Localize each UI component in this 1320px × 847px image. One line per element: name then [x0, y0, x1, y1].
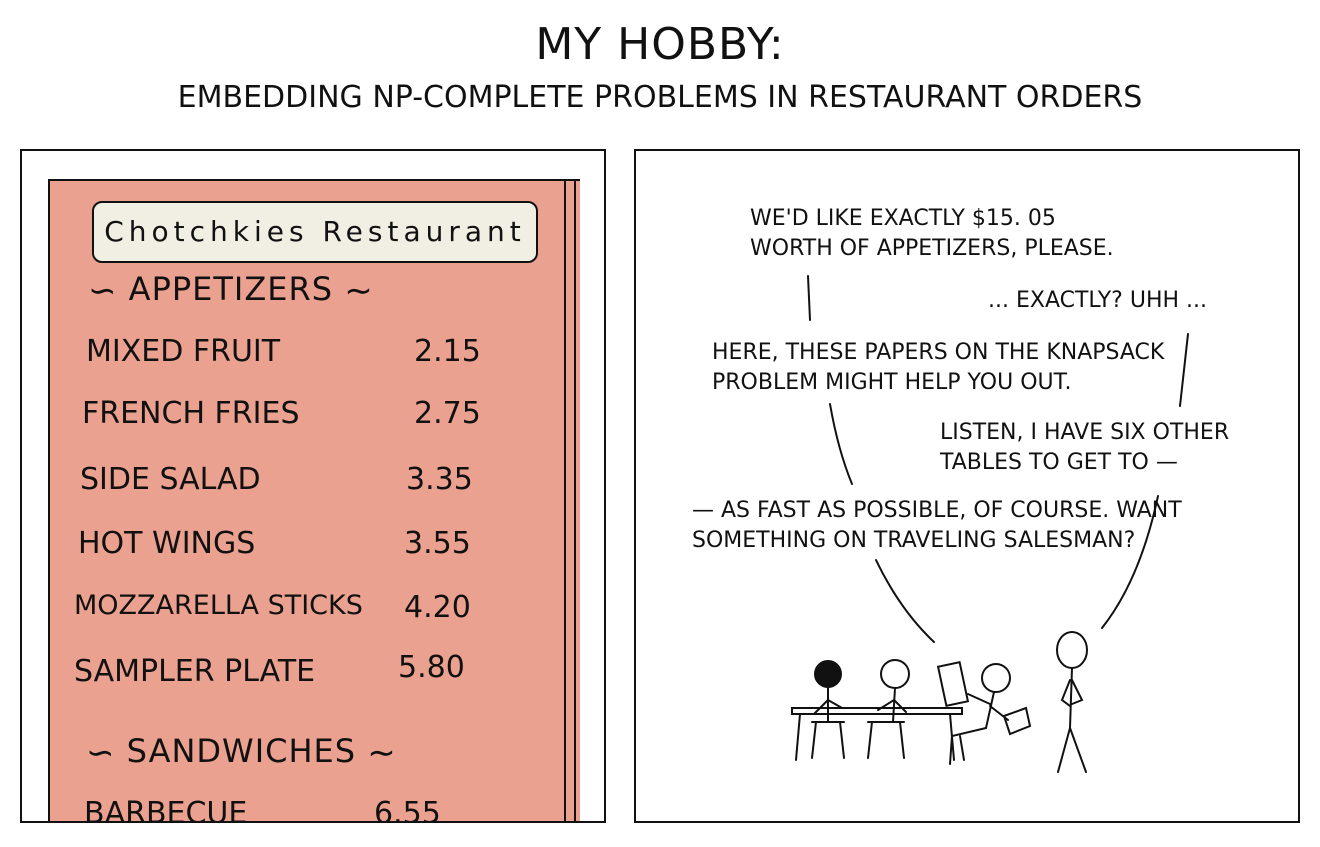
diner-figure-icon — [811, 660, 845, 759]
menu-edge-line — [574, 181, 576, 821]
swash-right-icon: ∼ — [367, 733, 397, 773]
speech-tail — [807, 275, 811, 321]
menu-item-price: 2.15 — [414, 334, 481, 369]
speech-line: tables to get to — — [940, 450, 1178, 475]
speech-knapsack: Here, these papers on the knapsack probl… — [712, 338, 1164, 398]
menu-item-price: 2.75 — [414, 396, 481, 431]
diner-figure-icon — [936, 660, 1032, 765]
papers-icon — [936, 660, 970, 708]
restaurant-nameplate: Chotchkies Restaurant — [92, 201, 538, 263]
speech-traveling-salesman: — As fast as possible, of course. Want s… — [692, 496, 1182, 556]
speech-order: We'd like exactly $15. 05 worth of appet… — [750, 204, 1114, 264]
swash-left-icon: ∽ — [86, 733, 116, 773]
section-label: Appetizers — [128, 270, 334, 308]
menu-item-price: 3.55 — [404, 526, 471, 561]
swash-right-icon: ∼ — [344, 271, 374, 311]
speech-line: We'd like exactly $15. 05 — [750, 206, 1056, 231]
speech-tail — [829, 403, 853, 485]
speech-tail — [875, 559, 935, 643]
menu-item-price: 3.35 — [406, 462, 473, 497]
speech-tail — [1101, 495, 1159, 629]
menu-item-name: Sampler Plate — [74, 654, 316, 689]
section-label: Sandwiches — [126, 732, 357, 770]
comic-title: My Hobby: — [535, 19, 785, 70]
speech-line: worth of appetizers, please. — [750, 236, 1114, 261]
speech-line: problem might help you out. — [712, 370, 1072, 395]
menu-item-name: Mixed Fruit — [86, 334, 281, 369]
menu-item-price: 4.20 — [404, 590, 471, 625]
page-bottom-margin — [0, 823, 1320, 847]
menu-edge-line — [564, 181, 566, 821]
speech-line: Listen, I have six other — [940, 420, 1230, 445]
papers-icon — [1002, 706, 1032, 736]
swash-left-icon: ∽ — [88, 271, 118, 311]
comic-subtitle: Embedding NP-Complete Problems in Restau… — [177, 80, 1143, 115]
menu-panel: Chotchkies Restaurant — [20, 149, 606, 823]
speech-line: something on Traveling Salesman? — [692, 528, 1136, 553]
section-heading-appetizers: ∽ Appetizers ∼ — [88, 270, 374, 311]
section-heading-sandwiches: ∽ Sandwiches ∼ — [86, 732, 397, 773]
menu-item-name: French Fries — [82, 396, 300, 431]
speech-tail — [1179, 333, 1189, 407]
speech-line: — As fast as possible, of course. Want — [692, 498, 1182, 523]
menu-item-name: Mozzarella Sticks — [74, 590, 363, 621]
dialogue-panel — [634, 149, 1300, 823]
menu-item-name: Hot Wings — [78, 526, 256, 561]
diner-figure-icon — [867, 659, 910, 759]
table-icon — [791, 707, 963, 761]
speech-waiter-reply: ... Exactly? Uhh ... — [988, 288, 1208, 313]
menu-card — [48, 179, 580, 821]
speech-line: Here, these papers on the knapsack — [712, 340, 1165, 365]
waiter-figure-icon — [1056, 631, 1088, 773]
menu-item-price: 5.80 — [398, 650, 465, 685]
speech-waiter-busy: Listen, I have six other tables to get t… — [940, 418, 1229, 478]
menu-item-name: Side Salad — [80, 462, 261, 497]
